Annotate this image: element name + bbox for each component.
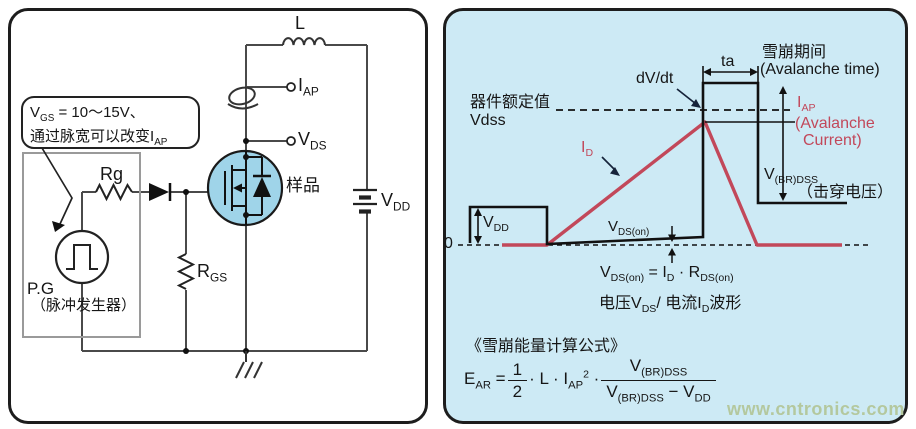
pulse-generator-label: P.G [27,279,55,298]
inductor-coil [282,37,326,46]
dvdt-pointer-arrow [676,88,701,108]
iap-peak-label: IAP [797,94,816,115]
waveform-panel [443,8,908,424]
pulse-generator-cn-label: （脉冲发生器） [31,297,137,314]
formula-lhs: EAR = [464,368,506,392]
vbrdss-label: V(BR)DSS [764,166,819,187]
vdson-level-label: VDS(on) [608,218,650,238]
vdss-label: Vdss [470,112,506,129]
device-rating-cn-label: 器件额定值 [470,94,551,111]
vbrdss-measure-arrow [779,86,787,201]
avalanche-time-cn-label: 雪崩期间 [762,44,827,61]
probe-terminals [286,82,296,146]
series-diode [149,183,172,201]
pulse-waveform-icon [66,244,98,270]
gate-drive-callout: VGS = 10～15V、 通过脉宽可以改变IAP [21,96,200,149]
formula-fraction-voltage: V(BR)DSS V(BR)DSS − VDD [601,356,716,405]
vds-voltage-trace [468,81,847,246]
rgs-label: RGS [197,261,228,285]
battery-symbol [353,188,377,214]
vdson-measure-arrows [668,226,676,263]
rg-label: Rg [100,164,124,184]
ta-label: ta [721,53,735,70]
current-probe-icon [227,86,259,110]
avalanche-time-en-label: (Avalanche time) [760,61,880,78]
vds-terminal-label: VDS [298,129,327,153]
watermark: www.cntronics.com [727,399,905,419]
sample-label: 样品 [286,176,320,195]
inductor-label: L [295,13,306,33]
vdd-level-label: VDD [483,214,509,235]
avalanche-current-label-2: Current) [803,132,862,149]
formula-mid: · L · IAP2 · [529,368,600,392]
waveform-caption: 电压VDS/ 电流ID波形 [599,295,742,316]
resistor-rgs [176,253,196,290]
body-diode-icon [253,177,271,197]
ground-icon [235,351,263,379]
circuit-wires [81,44,368,352]
callout-line2: 通过脉宽可以改变IAP [30,127,168,148]
ta-measure-arrow [702,66,759,83]
circuit-panel [8,8,428,424]
dvdt-label: dV/dt [636,70,674,87]
vdd-supply-label: VDD [381,190,411,214]
vdd-measure-arrow [474,208,482,244]
mosfet-dut [206,149,284,227]
zero-axis-label: 0 [444,235,453,252]
breakdown-voltage-cn-label: （击穿电压） [797,184,894,201]
pulse-generator-box [22,152,141,338]
resistor-rg [95,182,133,202]
id-trace-label: ID [581,139,594,160]
mosfet-arrow [233,183,242,193]
energy-formula-title: 《雪崩能量计算公式》 [466,338,627,355]
avalanche-energy-formula: EAR = 1 2 · L · IAP2 · V(BR)DSS V(BR)DSS… [464,356,718,405]
callout-line1: VGS = 10～15V、 [30,104,145,124]
formula-fraction-half: 1 2 [507,360,528,401]
iap-terminal-label: IAP [298,75,319,99]
vdson-equation: VDS(on) = ID · RDS(on) [600,264,734,285]
callout-pointer [41,147,73,232]
avalanche-current-label-1: (Avalanche [795,115,875,132]
id-pointer-arrow [601,156,620,176]
